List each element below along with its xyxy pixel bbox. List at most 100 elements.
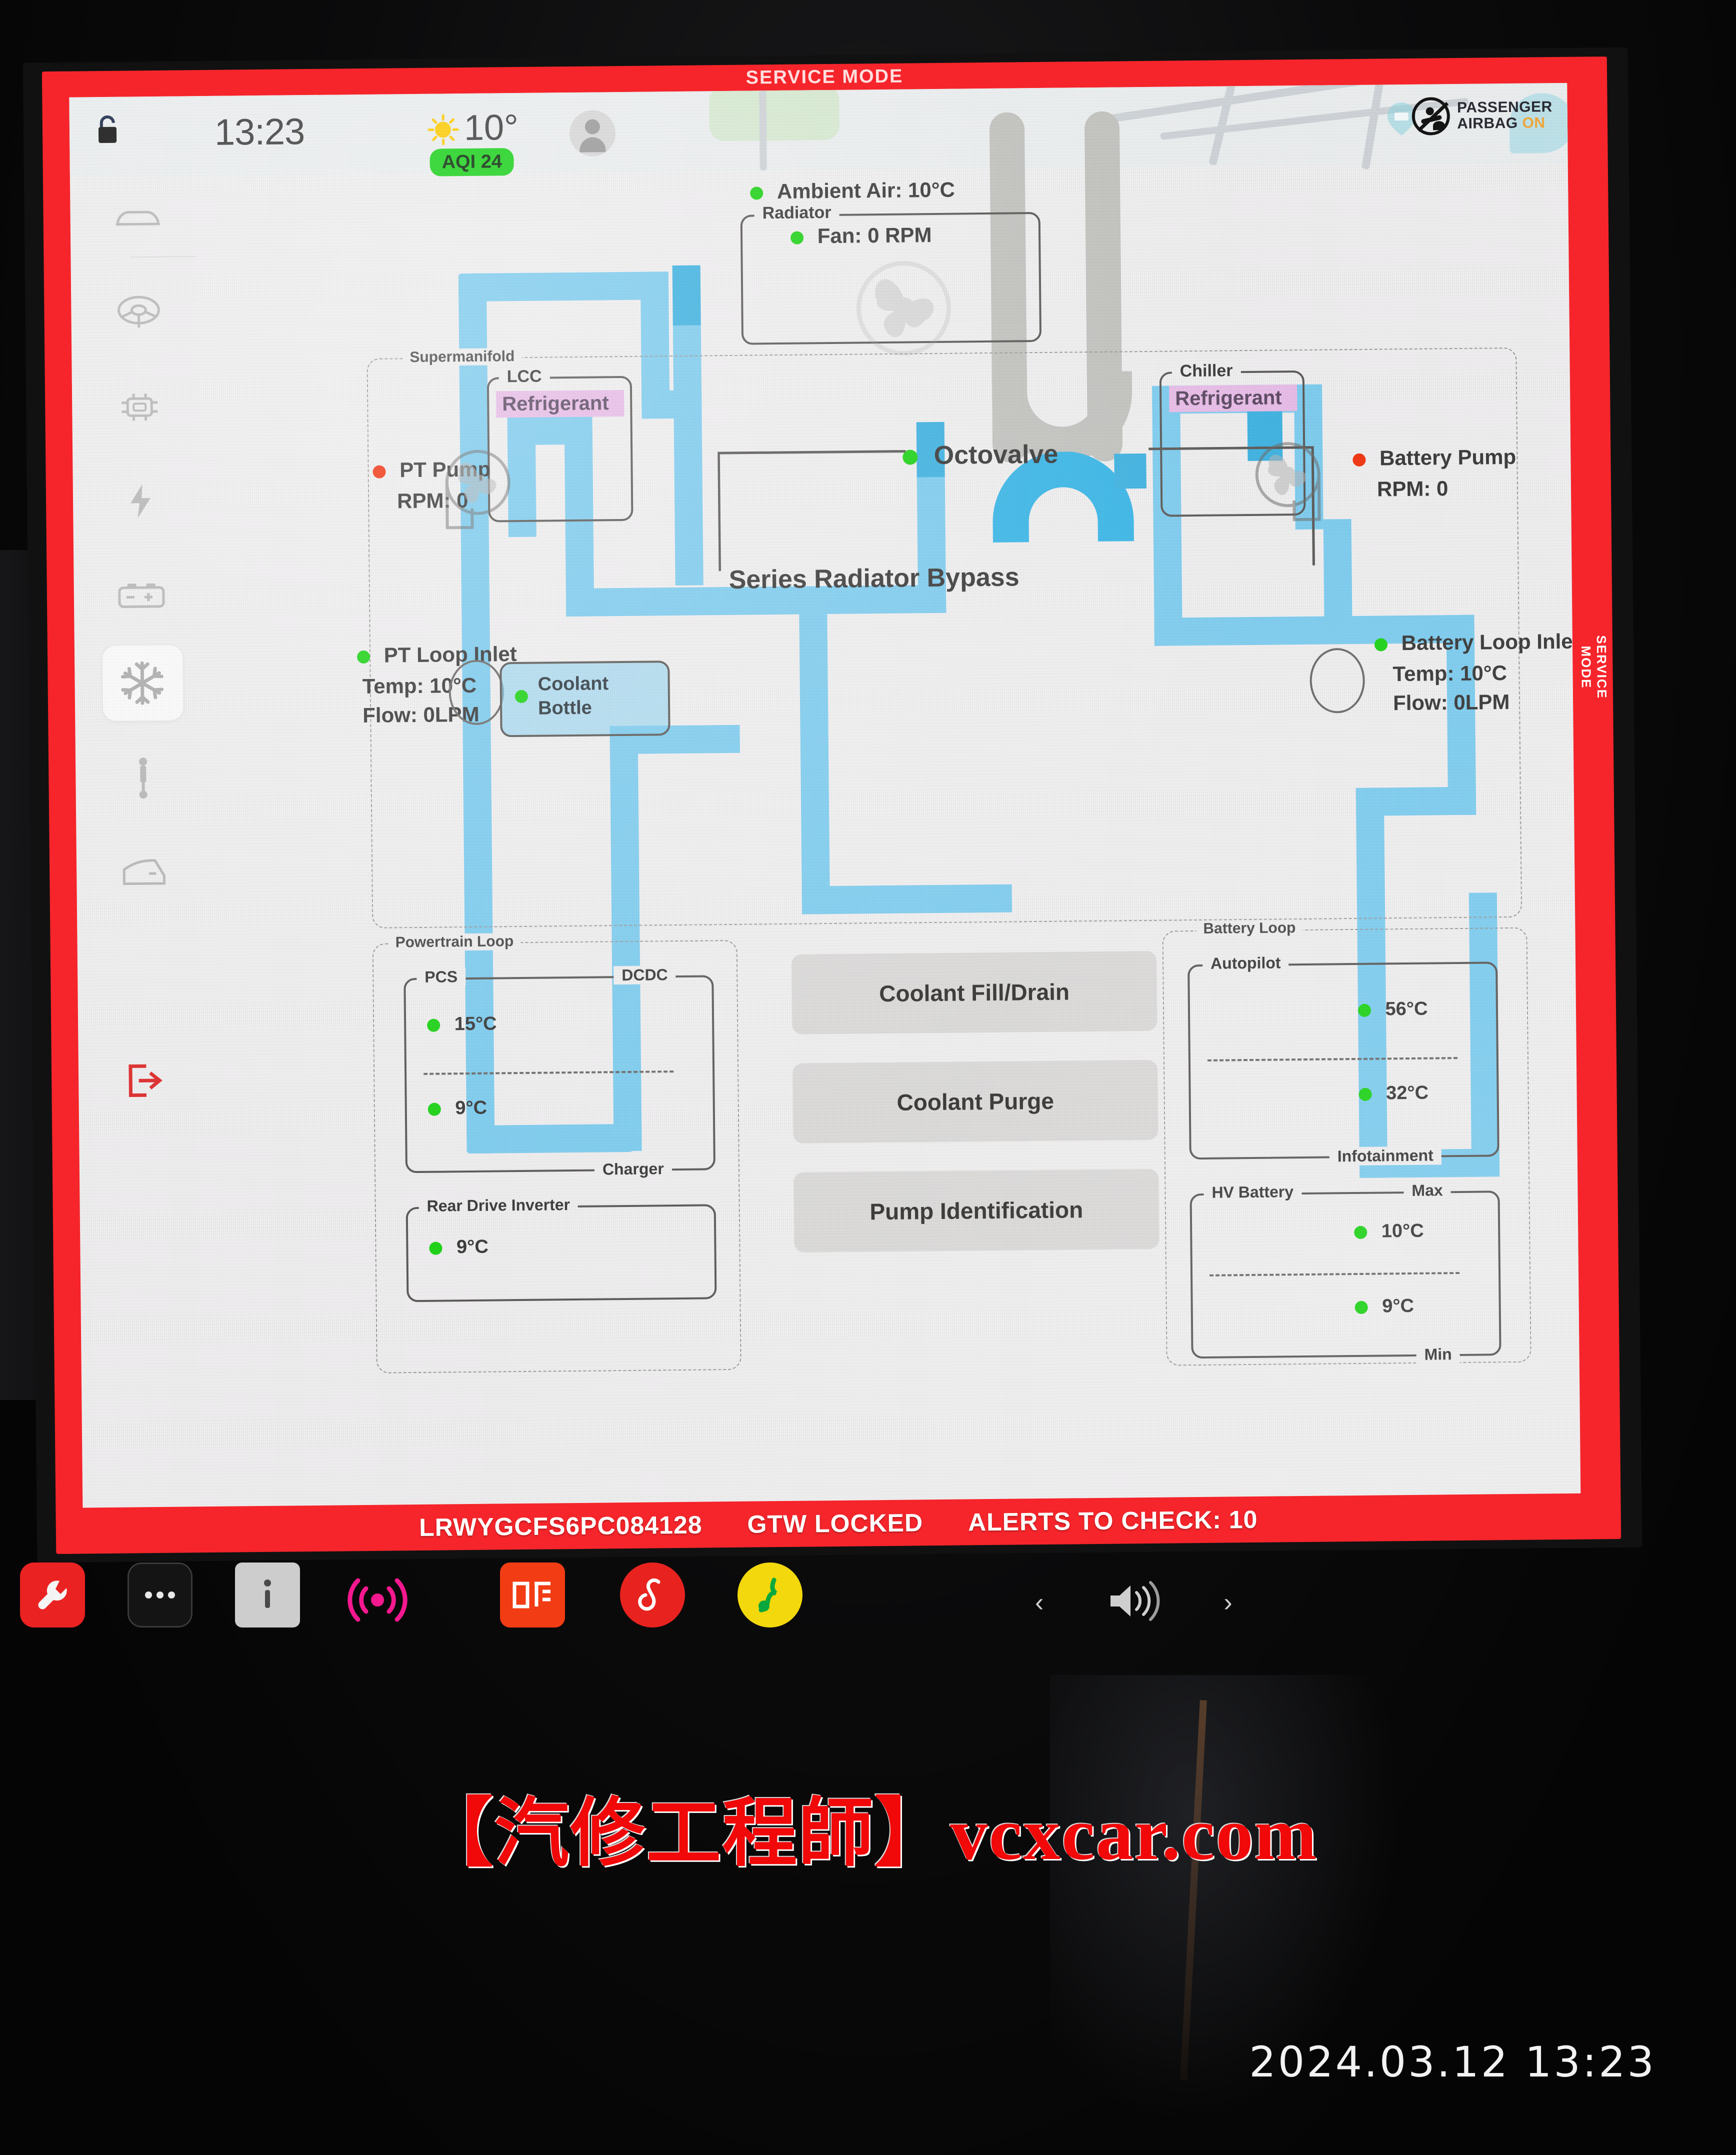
rear-drive-inverter-temp-row: 9°C [429, 1236, 488, 1258]
rear-drive-inverter-status-dot [429, 1242, 442, 1255]
battery-loop-title: Battery Loop [1196, 919, 1303, 938]
hv-max-temp-row: 10°C [1354, 1220, 1424, 1242]
sun-icon [427, 114, 460, 146]
netease-music-icon [638, 1578, 660, 1611]
chiller-refrigerant-label: Refrigerant [1168, 384, 1298, 412]
coolant-bottle-line1: Coolant [538, 673, 609, 695]
charger-title: Charger [594, 1160, 672, 1179]
ambient-air-readout: Ambient Air: 10°C [750, 178, 955, 204]
battery-loop-inlet-temp: Temp: 10°C [1392, 661, 1508, 686]
supermanifold-title: Supermanifold [402, 348, 522, 366]
service-mode-frame: SERVICE MODE SERVICE MODE [42, 56, 1622, 1554]
service-mode-side-label: SERVICE MODE [1578, 635, 1610, 700]
coolant-fill-drain-button[interactable]: Coolant Fill/Drain [791, 950, 1158, 1034]
coolant-bottle-status-dot [514, 690, 528, 704]
lock-icon[interactable] [94, 114, 121, 145]
taskbar-next-button[interactable]: › [1224, 1588, 1232, 1617]
watermark: 【汽修工程師】vcxcar.com [418, 1792, 1318, 1876]
sidebar-item-thermal[interactable] [74, 645, 210, 722]
taskbar-info[interactable] [235, 1562, 300, 1628]
hv-battery-title: HV Battery [1204, 1182, 1302, 1202]
info-icon [264, 1580, 271, 1608]
hv-max-status-dot [1354, 1226, 1368, 1239]
taskbar-app-orange[interactable] [500, 1562, 565, 1628]
autopilot-status-dot [1358, 1004, 1372, 1017]
app-taskbar: ‹ › [0, 1558, 1736, 1672]
airbag-label: PASSENGER AIRBAG ON [1457, 98, 1552, 132]
weather-widget[interactable]: 10° [427, 107, 519, 149]
shock-absorber-icon [139, 758, 148, 799]
taskbar-service-wrench[interactable] [20, 1562, 85, 1628]
radiator-title: Radiator [754, 202, 840, 224]
pcs-title: PCS [416, 968, 466, 986]
avatar[interactable] [569, 110, 616, 156]
airbag-state: ON [1522, 114, 1546, 132]
battery-pump-rpm: RPM: 0 [1376, 476, 1448, 501]
pump-identification-label: Pump Identification [870, 1196, 1084, 1225]
hv-min-status-dot [1354, 1300, 1368, 1314]
door-icon [122, 859, 166, 886]
sidebar-divider [130, 256, 196, 258]
cn-app-icon [512, 1582, 550, 1608]
taskbar-radio[interactable] [345, 1572, 410, 1630]
sidebar-item-suspension[interactable] [76, 740, 211, 816]
taskbar-music-red[interactable] [620, 1562, 685, 1628]
car-icon [116, 210, 160, 226]
sidebar-item-electrical[interactable] [72, 463, 208, 540]
autopilot-temp-row: 56°C [1358, 998, 1428, 1020]
exit-service-mode-button[interactable] [78, 1050, 214, 1112]
octovalve-readout: Octovalve [902, 440, 1058, 471]
chiller-title: Chiller [1172, 361, 1241, 382]
volume-icon[interactable] [1104, 1578, 1164, 1626]
aqi-badge[interactable]: AQI 24 [430, 148, 514, 176]
sidebar-item-steering[interactable] [71, 275, 206, 352]
infotainment-title: Infotainment [1329, 1146, 1442, 1166]
sidebar-item-body[interactable] [76, 835, 212, 912]
infotainment-temp-row: 32°C [1358, 1082, 1428, 1104]
radio-waves-icon [348, 1578, 408, 1622]
exit-icon [128, 1064, 162, 1098]
coolant-purge-label: Coolant Purge [896, 1088, 1054, 1116]
camera-datestamp: 2024.03.12 13:23 [1249, 2038, 1656, 2086]
taskbar-more[interactable] [128, 1562, 192, 1628]
snowflake-icon [120, 661, 164, 705]
clock[interactable]: 13:23 [214, 110, 305, 153]
sidebar-item-car[interactable] [70, 180, 206, 256]
radiator-fan-icon [856, 261, 951, 356]
sidebar-item-chassis[interactable] [72, 369, 208, 446]
charger-status-dot [428, 1102, 441, 1116]
service-sidebar [70, 180, 218, 1508]
dcdc-title: DCDC [614, 966, 676, 985]
coolant-fill-drain-label: Coolant Fill/Drain [878, 978, 1070, 1007]
lcc-title: LCC [498, 366, 550, 387]
hv-max-title: Max [1404, 1181, 1451, 1200]
radiator-fan-readout: Fan: 0 RPM [790, 223, 932, 248]
airbag-off-icon [1412, 97, 1450, 136]
series-radiator-bypass-label: Series Radiator Bypass [728, 562, 1020, 594]
coolant-purge-button[interactable]: Coolant Purge [792, 1060, 1158, 1144]
autopilot-title: Autopilot [1202, 954, 1289, 973]
series-radiator-bypass-loop [992, 451, 1134, 542]
coolant-pipe [458, 272, 669, 302]
battery-pump-icon [1255, 442, 1321, 522]
sidebar-item-battery[interactable] [74, 557, 209, 634]
hv-min-title: Min [1416, 1345, 1460, 1364]
taskbar-prev-button[interactable]: ‹ [1035, 1588, 1044, 1617]
lightning-icon [130, 484, 151, 518]
battery-pump-readout: Battery Pump RPM: 0 [1352, 445, 1516, 502]
pcs-status-dot [427, 1018, 440, 1032]
hv-min-temp-row: 9°C [1354, 1296, 1414, 1318]
powertrain-loop-title: Powertrain Loop [388, 933, 521, 952]
coolant-bottle-box: Coolant Bottle [500, 660, 670, 738]
pump-identification-button[interactable]: Pump Identification [794, 1168, 1160, 1252]
coolant-bottle-line2: Bottle [538, 697, 592, 719]
passenger-airbag-indicator: PASSENGER AIRBAG ON [1412, 96, 1552, 136]
taskbar-music-yellow[interactable] [738, 1562, 802, 1628]
lcc-refrigerant-label: Refrigerant [496, 390, 624, 418]
map-pin-icon[interactable] [1386, 102, 1418, 137]
volume-icon [1110, 1581, 1160, 1621]
airbag-line2: AIRBAG [1457, 114, 1518, 132]
battery-loop-inlet-flow: Flow: 0LPM [1392, 690, 1510, 715]
radiator-fan-status-dot [790, 231, 804, 244]
